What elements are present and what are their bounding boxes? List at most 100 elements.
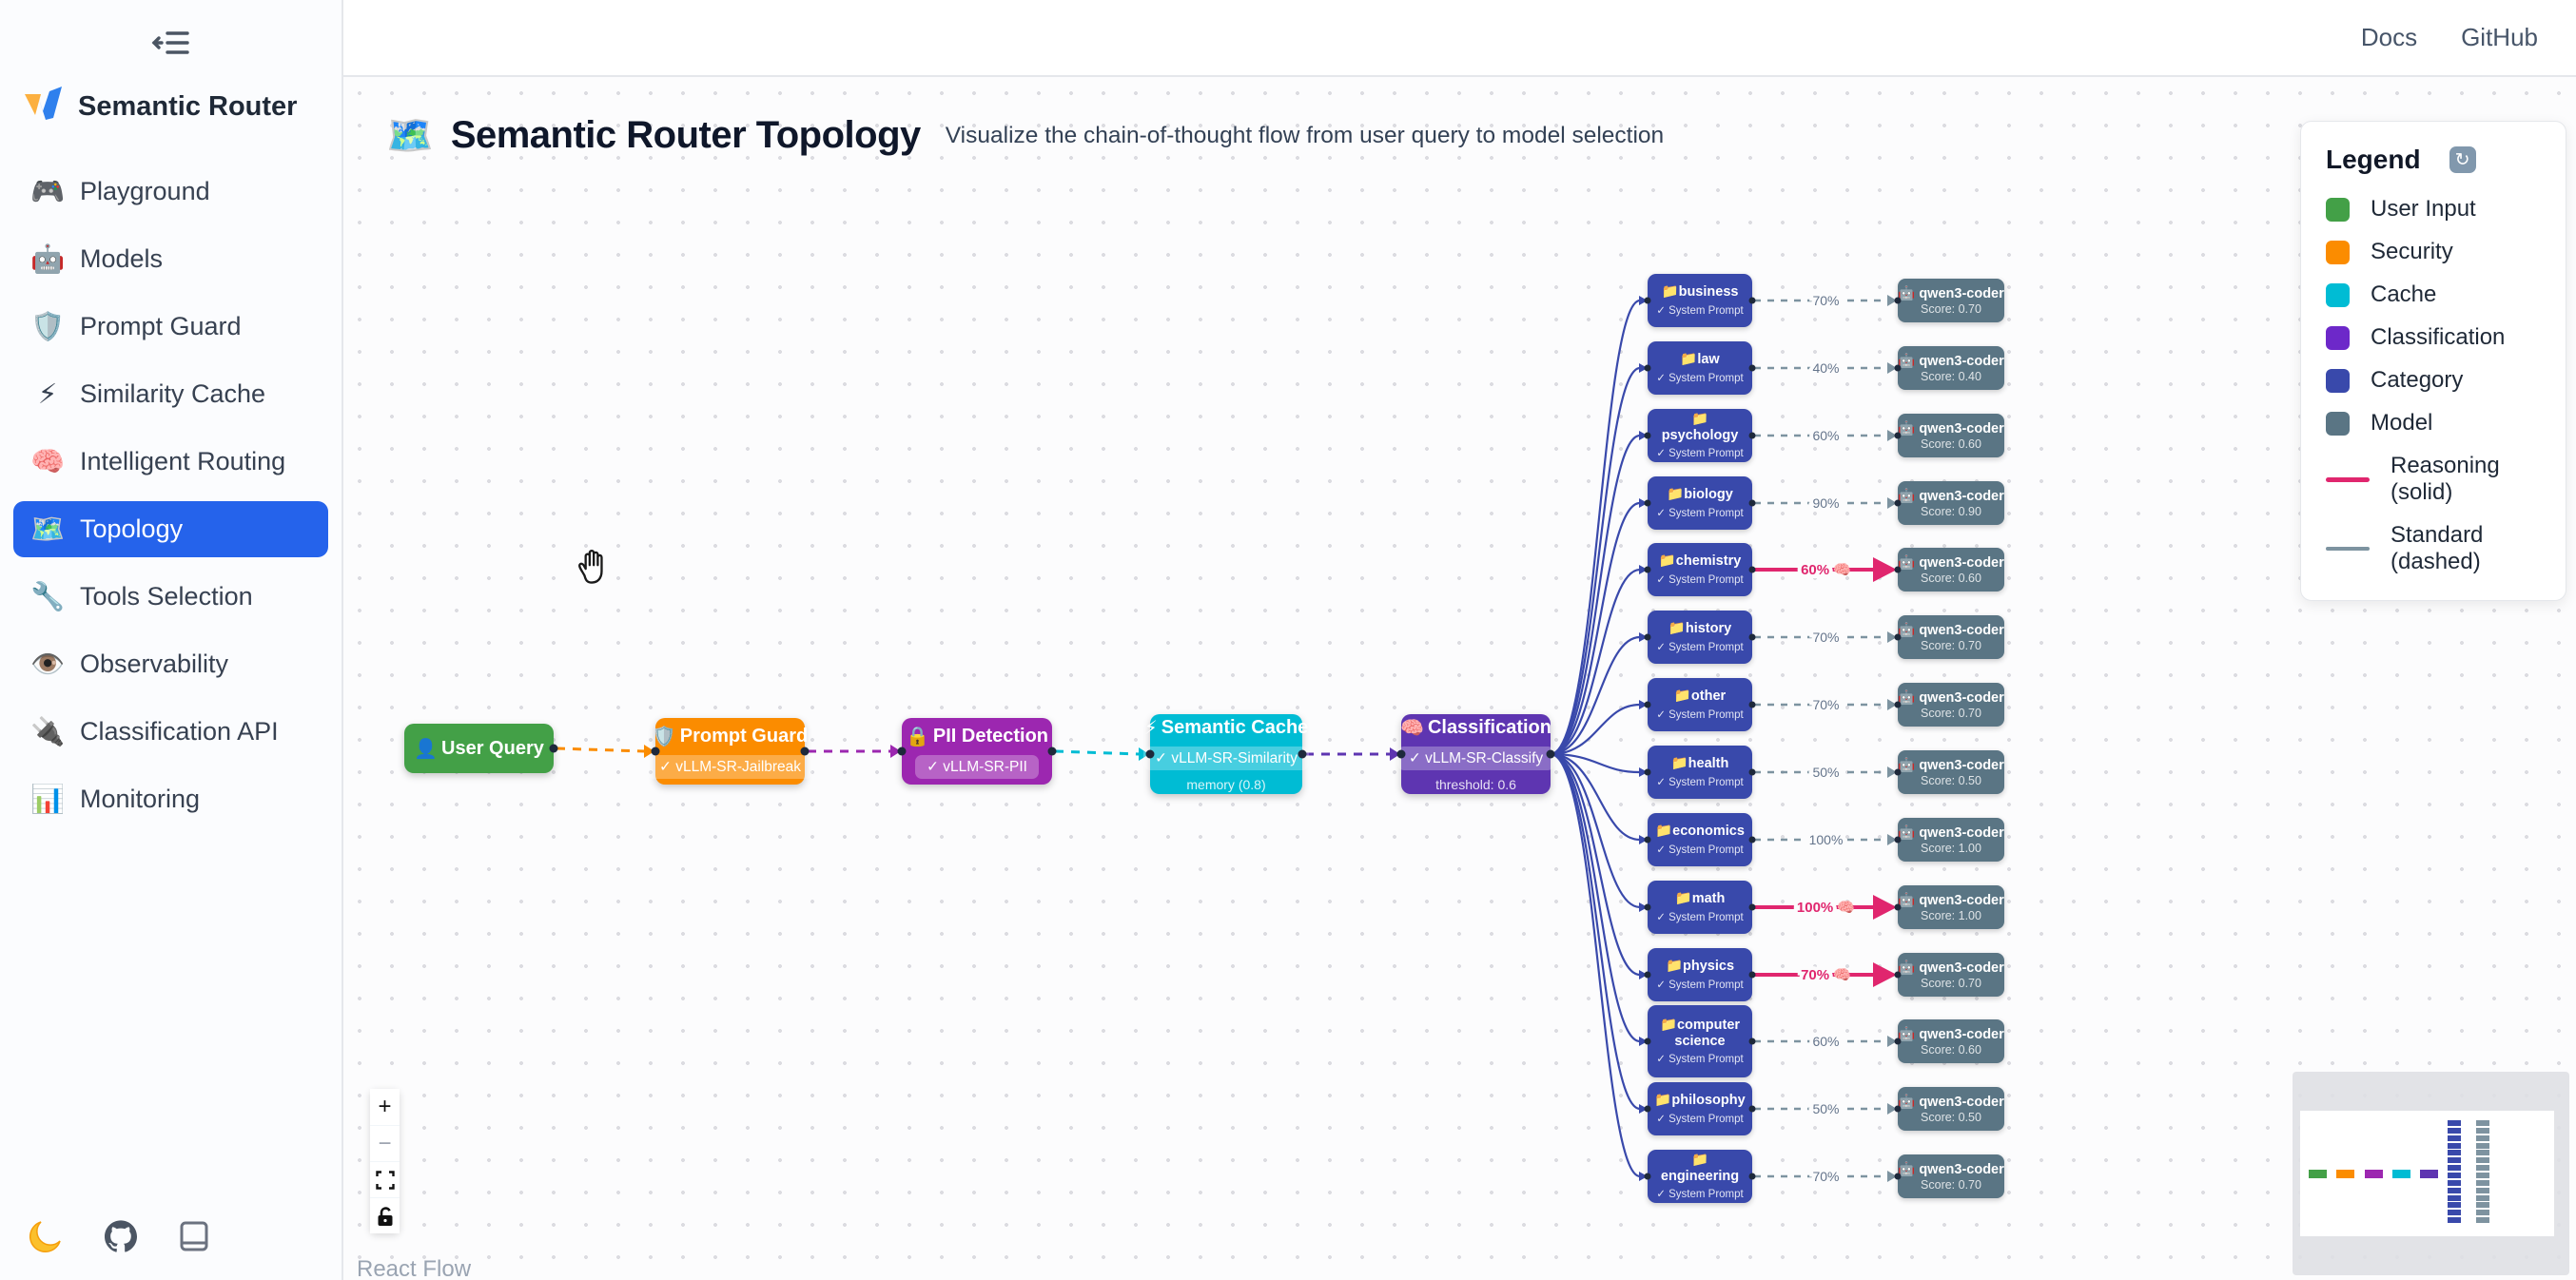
output-handle[interactable]: [1298, 749, 1307, 759]
category-node-history[interactable]: 📁history✓ System Prompt: [1644, 611, 1756, 664]
edge-health-model[interactable]: 50%: [1754, 761, 1897, 784]
output-handle[interactable]: [1748, 701, 1756, 708]
input-handle[interactable]: [1644, 836, 1651, 844]
input-handle[interactable]: [1644, 1038, 1651, 1045]
output-handle[interactable]: [1748, 364, 1756, 372]
category-node-engineering[interactable]: 📁engineering✓ System Prompt: [1644, 1150, 1756, 1203]
sidebar-item-prompt-guard[interactable]: 🛡️Prompt Guard: [13, 299, 328, 355]
input-handle[interactable]: [1894, 633, 1902, 641]
edge-economics-model[interactable]: 100%: [1754, 828, 1897, 851]
edge-classification-chemistry[interactable]: [1550, 565, 1648, 756]
category-node-health[interactable]: 📁health✓ System Prompt: [1644, 746, 1756, 799]
docs-button[interactable]: [179, 1220, 209, 1258]
sidebar-collapse-button[interactable]: [151, 29, 191, 60]
edge-computer-science-model[interactable]: 60%: [1754, 1030, 1897, 1053]
docs-link[interactable]: Docs: [2360, 23, 2418, 51]
output-handle[interactable]: [1748, 1038, 1756, 1045]
output-handle[interactable]: [1748, 566, 1756, 573]
input-handle[interactable]: [1644, 701, 1651, 708]
output-handle[interactable]: [549, 744, 558, 753]
edge-classification-physics[interactable]: [1550, 752, 1648, 979]
edge-other-model[interactable]: 70%: [1754, 693, 1897, 716]
pipeline-edge-prompt-guard-pii-detection[interactable]: [808, 745, 901, 758]
output-handle[interactable]: [1748, 499, 1756, 507]
github-link[interactable]: GitHub: [2461, 23, 2538, 51]
zoom-in-button[interactable]: +: [370, 1089, 400, 1125]
pipeline-edge-semantic-cache-classification[interactable]: [1305, 747, 1400, 761]
zoom-out-button[interactable]: −: [370, 1125, 400, 1161]
node-prompt-guard[interactable]: 🛡️Prompt Guard✓ vLLM-SR-Jailbreak: [647, 718, 813, 785]
edge-history-model[interactable]: 70%: [1754, 626, 1897, 649]
input-handle[interactable]: [1644, 432, 1651, 439]
category-node-computer-science[interactable]: 📁computer science✓ System Prompt: [1644, 1005, 1756, 1077]
input-handle[interactable]: [1894, 701, 1902, 708]
flow-canvas[interactable]: 🗺️ Semantic Router Topology Visualize th…: [343, 77, 2576, 1280]
category-node-psychology[interactable]: 📁psychology✓ System Prompt: [1644, 409, 1756, 462]
category-node-chemistry[interactable]: 📁chemistry✓ System Prompt: [1644, 543, 1756, 596]
sidebar-item-models[interactable]: 🤖Models: [13, 231, 328, 287]
category-node-math[interactable]: 📁math✓ System Prompt: [1644, 881, 1756, 934]
output-handle[interactable]: [1748, 836, 1756, 844]
edge-classification-computer-science[interactable]: [1550, 752, 1648, 1046]
edge-engineering-model[interactable]: 70%: [1754, 1165, 1897, 1188]
edge-chemistry-model[interactable]: 60% 🧠: [1754, 557, 1897, 582]
input-handle[interactable]: [897, 747, 907, 756]
input-handle[interactable]: [1644, 297, 1651, 304]
input-handle[interactable]: [1644, 566, 1651, 573]
sidebar-item-playground[interactable]: 🎮Playground: [13, 164, 328, 220]
sidebar-item-monitoring[interactable]: 📊Monitoring: [13, 771, 328, 827]
edge-classification-business[interactable]: [1550, 296, 1648, 756]
category-node-physics[interactable]: 📁physics✓ System Prompt: [1644, 948, 1756, 1001]
output-handle[interactable]: [800, 747, 810, 756]
input-handle[interactable]: [1894, 1038, 1902, 1045]
edge-classification-philosophy[interactable]: [1550, 752, 1648, 1114]
github-button[interactable]: [105, 1220, 137, 1258]
input-handle[interactable]: [1644, 1105, 1651, 1113]
edge-philosophy-model[interactable]: 50%: [1754, 1097, 1897, 1120]
sidebar-item-topology[interactable]: 🗺️Topology: [13, 501, 328, 557]
input-handle[interactable]: [1894, 499, 1902, 507]
input-handle[interactable]: [1396, 749, 1406, 759]
input-handle[interactable]: [1644, 1173, 1651, 1180]
input-handle[interactable]: [1894, 903, 1902, 911]
category-node-business[interactable]: 📁business✓ System Prompt: [1644, 274, 1756, 327]
refresh-icon[interactable]: ↻: [2449, 146, 2476, 173]
sidebar-item-tools-selection[interactable]: 🔧Tools Selection: [13, 569, 328, 625]
edge-classification-economics[interactable]: [1550, 752, 1648, 844]
theme-toggle-button[interactable]: [29, 1219, 63, 1259]
category-node-other[interactable]: 📁other✓ System Prompt: [1644, 678, 1756, 731]
output-handle[interactable]: [1748, 633, 1756, 641]
output-handle[interactable]: [1748, 971, 1756, 979]
input-handle[interactable]: [1894, 836, 1902, 844]
input-handle[interactable]: [1644, 971, 1651, 979]
minimap[interactable]: [2293, 1072, 2569, 1275]
edge-classification-health[interactable]: [1550, 752, 1648, 777]
category-node-philosophy[interactable]: 📁philosophy✓ System Prompt: [1644, 1082, 1756, 1135]
category-node-biology[interactable]: 📁biology✓ System Prompt: [1644, 476, 1756, 530]
edge-classification-biology[interactable]: [1550, 498, 1648, 756]
category-node-economics[interactable]: 📁economics✓ System Prompt: [1644, 813, 1756, 866]
edge-classification-other[interactable]: [1550, 700, 1648, 756]
input-handle[interactable]: [1644, 768, 1651, 776]
edge-physics-model[interactable]: 70% 🧠: [1754, 962, 1897, 987]
node-pii-detection[interactable]: 🔒PII Detection✓ vLLM-SR-PII: [897, 718, 1057, 785]
pipeline-edge-pii-detection-semantic-cache[interactable]: [1054, 747, 1149, 761]
edge-classification-history[interactable]: [1550, 632, 1648, 756]
edge-business-model[interactable]: 70%: [1754, 289, 1897, 312]
edge-biology-model[interactable]: 90%: [1754, 492, 1897, 514]
sidebar-item-intelligent-routing[interactable]: 🧠Intelligent Routing: [13, 434, 328, 490]
input-handle[interactable]: [1894, 432, 1902, 439]
